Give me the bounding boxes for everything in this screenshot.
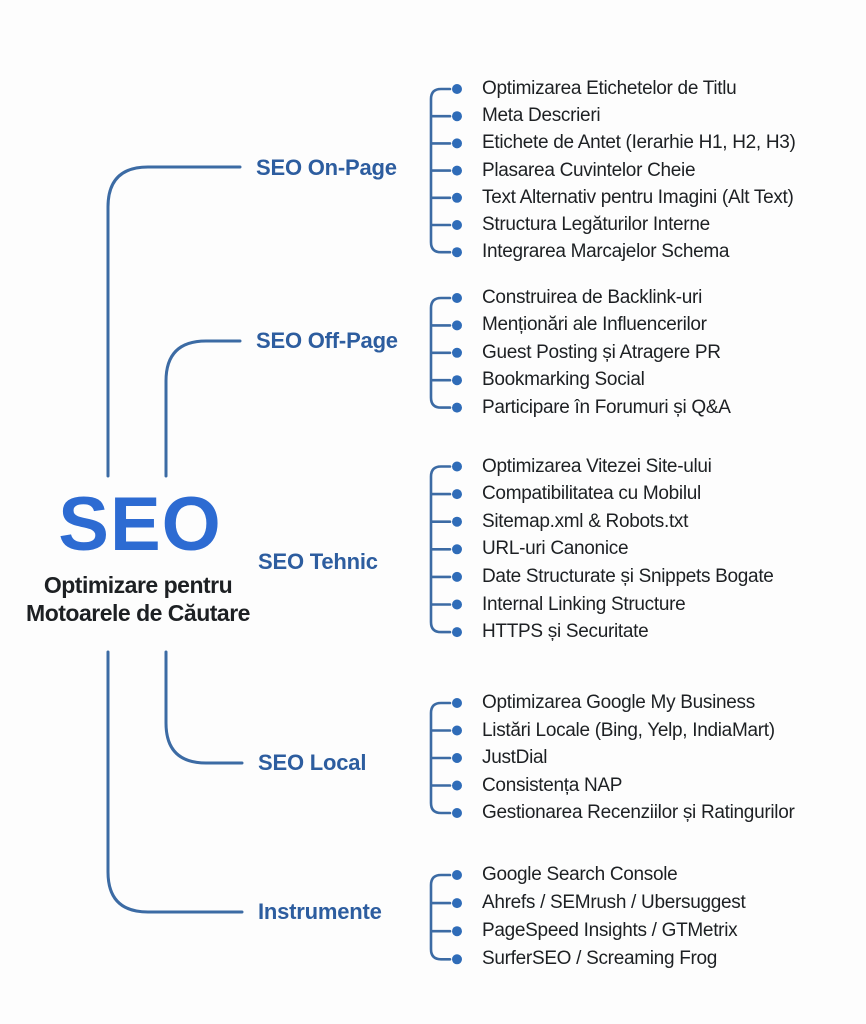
bullet-dot: [452, 165, 462, 176]
trunk-line-seo-off-page: [164, 339, 242, 478]
branch-item: Google Search Console: [482, 864, 678, 885]
branch-label-seo-local: SEO Local: [258, 750, 367, 775]
bullet-dot: [452, 489, 462, 500]
center-subtitle-line2: Motoarele de Căutare: [26, 600, 250, 626]
branch-item: Text Alternativ pentru Imagini (Alt Text…: [482, 186, 794, 208]
bullet-dot: [452, 780, 462, 791]
branch-item: Etichete de Antet (Ierarhie H1, H2, H3): [482, 132, 796, 154]
branch-item: Internal Linking Structure: [482, 593, 686, 615]
bullet-dot: [452, 599, 462, 610]
branch-item: Plasarea Cuvintelor Cheie: [482, 159, 696, 181]
bullet-dot: [452, 627, 462, 638]
bullet-dot: [452, 320, 462, 331]
branch-item: Consistența NAP: [482, 774, 623, 796]
branch-item: Guest Posting și Atragere PR: [482, 341, 721, 363]
branch-item: Optimizarea Google My Business: [482, 692, 755, 713]
branch-item: Menționări ale Influencerilor: [482, 314, 707, 336]
branch-spine-instrumente: [429, 873, 452, 961]
branch-spine-seo-tehnic: [429, 465, 452, 634]
bullet-dot: [452, 926, 462, 937]
branch-item: Bookmarking Social: [482, 369, 645, 391]
bullet-dot: [452, 870, 462, 880]
bullet-dot: [452, 347, 462, 358]
bullet-dot: [452, 571, 462, 582]
branch-item: Gestionarea Recenziilor și Ratingurilor: [482, 802, 795, 823]
branch-item: Integrarea Marcajelor Schema: [482, 241, 730, 263]
branch-item: Listări Locale (Bing, Yelp, IndiaMart): [482, 719, 775, 741]
bullet-dot: [452, 725, 462, 736]
bullet-dot: [452, 220, 462, 230]
bullet-dot: [452, 402, 462, 413]
branch-spine-seo-on-page: [429, 87, 452, 254]
trunk-line-seo-on-page: [106, 165, 242, 478]
bullet-dot: [452, 375, 462, 386]
branch-item: URL-uri Canonice: [482, 538, 629, 560]
center-title: SEO: [58, 482, 222, 567]
branch-item: PageSpeed Insights / GTMetrix: [482, 920, 738, 942]
branch-item: Optimizarea Vitezei Site-ului: [482, 455, 712, 477]
branch-label-seo-off-page: SEO Off-Page: [256, 328, 398, 353]
branch-spine-seo-off-page: [429, 296, 452, 409]
bullet-dot: [452, 898, 462, 909]
bullet-dot: [452, 461, 462, 472]
branch-item: Ahrefs / SEMrush / Ubersuggest: [482, 892, 746, 914]
branch-label-seo-on-page: SEO On-Page: [256, 155, 397, 180]
bullet-dot: [452, 544, 462, 555]
bullet-dot: [452, 808, 462, 818]
trunk-line-instrumente: [106, 650, 244, 914]
branch-item: Structura Legăturilor Interne: [482, 214, 710, 235]
branch-item: Sitemap.xml & Robots.txt: [482, 510, 689, 532]
branch-label-instrumente: Instrumente: [258, 899, 382, 924]
center-subtitle-line1: Optimizare pentru: [43, 572, 233, 598]
branch-item: Meta Descrieri: [482, 105, 601, 127]
trunk-line-seo-local: [164, 650, 244, 765]
branch-item: SurferSEO / Screaming Frog: [482, 948, 718, 970]
bullet-dot: [452, 111, 462, 122]
branch-spine-seo-local: [429, 701, 452, 815]
branch-label-seo-tehnic: SEO Tehnic: [258, 549, 378, 574]
bullet-dot: [452, 247, 462, 258]
bullet-dot: [452, 954, 462, 965]
branch-item: Compatibilitatea cu Mobilul: [482, 483, 701, 505]
bullet-dot: [452, 753, 462, 763]
branch-item: Date Structurate și Snippets Bogate: [482, 565, 774, 587]
bullet-dot: [452, 84, 462, 94]
branch-item: Participare în Forumuri și Q&A: [482, 396, 731, 418]
bullet-dot: [452, 192, 462, 203]
bullet-dot: [452, 698, 462, 708]
branch-item: JustDial: [482, 747, 548, 768]
branch-item: Construirea de Backlink-uri: [482, 287, 702, 308]
bullet-dot: [452, 516, 462, 527]
branch-item: HTTPS și Securitate: [482, 621, 649, 643]
bullet-dot: [452, 138, 462, 149]
bullet-dot: [452, 293, 462, 303]
center-subtitle: Optimizare pentru Motoarele de Căutare: [6, 571, 270, 627]
branch-item: Optimizarea Etichetelor de Titlu: [482, 78, 737, 99]
